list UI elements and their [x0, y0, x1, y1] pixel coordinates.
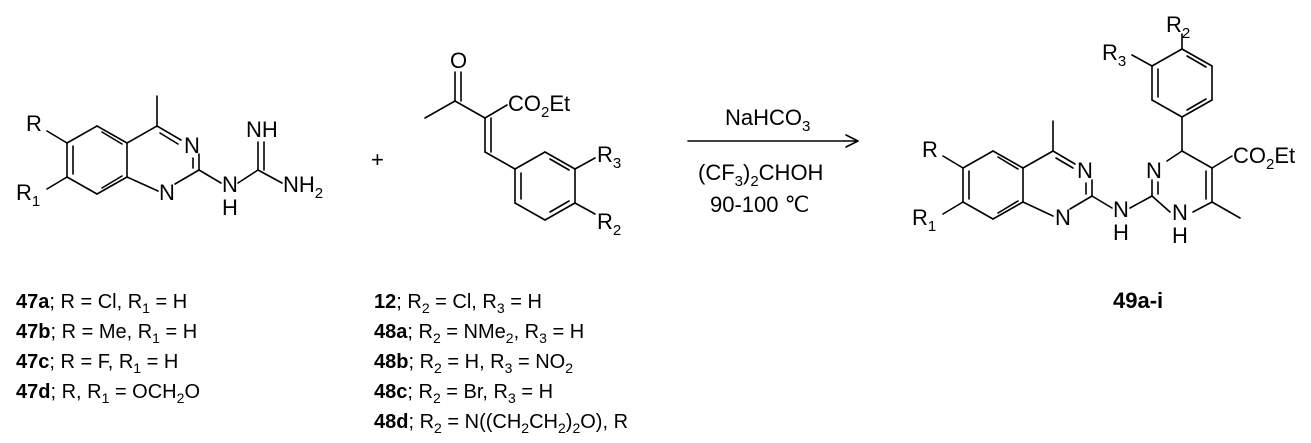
r1-atom-R1: R [16, 180, 32, 205]
p-atom-N-link: N [1113, 197, 1129, 222]
r1-atom-NH: NH [246, 117, 278, 142]
solvent-label: (CF3)2CHOH [698, 160, 823, 190]
legend-row-47b: 47b; R = Me, R1 = H [16, 321, 198, 346]
p-atom-R1-sub: 1 [928, 218, 936, 235]
r1-atom-N-top: N [184, 133, 200, 158]
svg-text:R1: R1 [912, 205, 936, 235]
p-atom-H-pyr: H [1172, 223, 1188, 248]
legend-row-48a: 48a; R2 = NMe2, R3 = H [374, 321, 585, 346]
r1-atom-NH2-sub: 2 [315, 185, 323, 202]
legend-row-48c: 48c; R2 = Br, R3 = H [374, 381, 554, 406]
p-atom-R3-sub: 3 [1118, 53, 1126, 70]
product-label: 49a-i [1113, 288, 1163, 313]
r2-atom-O: O [450, 48, 467, 73]
legend-row-48b: 48b; R2 = H, R3 = NO2 [374, 351, 574, 376]
svg-text:R2: R2 [597, 209, 621, 239]
reactant-2-legend: 12; R2 = Cl, R3 = H 48a; R2 = NMe2, R3 =… [374, 290, 628, 440]
reactant-1-legend: 47a; R = Cl, R1 = H 47b; R = Me, R1 = H … [16, 290, 200, 410]
legend-row-48d: 48d; R2 = N((CH2CH2)2O), R [374, 411, 629, 436]
p-atom-R2-sub: 2 [1182, 25, 1190, 42]
p-ester-et: Et [1274, 143, 1295, 168]
temperature-label: 90-100 ℃ [710, 192, 809, 217]
reactant-2-structure [424, 71, 596, 221]
svg-text:R3: R3 [597, 142, 621, 172]
svg-text:CO2Et: CO2Et [1233, 143, 1295, 173]
svg-text:R1: R1 [16, 180, 40, 210]
r2-atom-R2: R [597, 209, 613, 234]
r1-atom-H-link: H [222, 195, 238, 220]
p-ester-co: CO [1233, 143, 1266, 168]
p-atom-NH-pyr: N [1172, 200, 1188, 225]
reaction-arrow [687, 134, 859, 148]
p-atom-R: R [922, 137, 938, 162]
r1-atom-NH2: NH [283, 172, 315, 197]
legend-row-47c: 47c; R = F, R1 = H [16, 351, 179, 376]
r1-atom-R1-sub: 1 [32, 193, 40, 210]
reactant-1-structure [46, 95, 283, 195]
svg-text:R2: R2 [1166, 12, 1190, 42]
r2-atom-R3: R [597, 142, 613, 167]
svg-text:CO2Et: CO2Et [508, 91, 570, 121]
p-atom-R1: R [912, 205, 928, 230]
plus-sign: + [371, 147, 384, 172]
r2-atom-R3-sub: 3 [613, 155, 621, 172]
p-atom-N-pyr: N [1146, 158, 1162, 183]
svg-text:R3: R3 [1102, 40, 1126, 70]
p-atom-N-q-bottom: N [1055, 205, 1071, 230]
legend-row-47a: 47a; R = Cl, R1 = H [16, 291, 188, 316]
p-atom-R2: R [1166, 12, 1182, 37]
r2-ester-co: CO [508, 91, 541, 116]
r2-ester-sub: 2 [541, 104, 549, 121]
product-structure [942, 33, 1241, 220]
legend-row-47d: 47d; R, R1 = OCH2O [16, 381, 200, 406]
r1-atom-N-bottom: N [159, 180, 175, 205]
p-atom-N-q-top: N [1077, 158, 1093, 183]
r2-ester-et: Et [549, 91, 570, 116]
svg-text:NH2: NH2 [283, 172, 323, 202]
r2-atom-R2-sub: 2 [613, 222, 621, 239]
p-ester-sub: 2 [1266, 156, 1274, 173]
legend-row-12: 12; R2 = Cl, R3 = H [374, 291, 542, 316]
r1-atom-N-link: N [222, 172, 238, 197]
r1-atom-R: R [26, 111, 42, 136]
reagent-label: NaHCO3 [725, 105, 810, 135]
p-atom-R3: R [1102, 40, 1118, 65]
p-atom-H-link: H [1113, 220, 1129, 245]
